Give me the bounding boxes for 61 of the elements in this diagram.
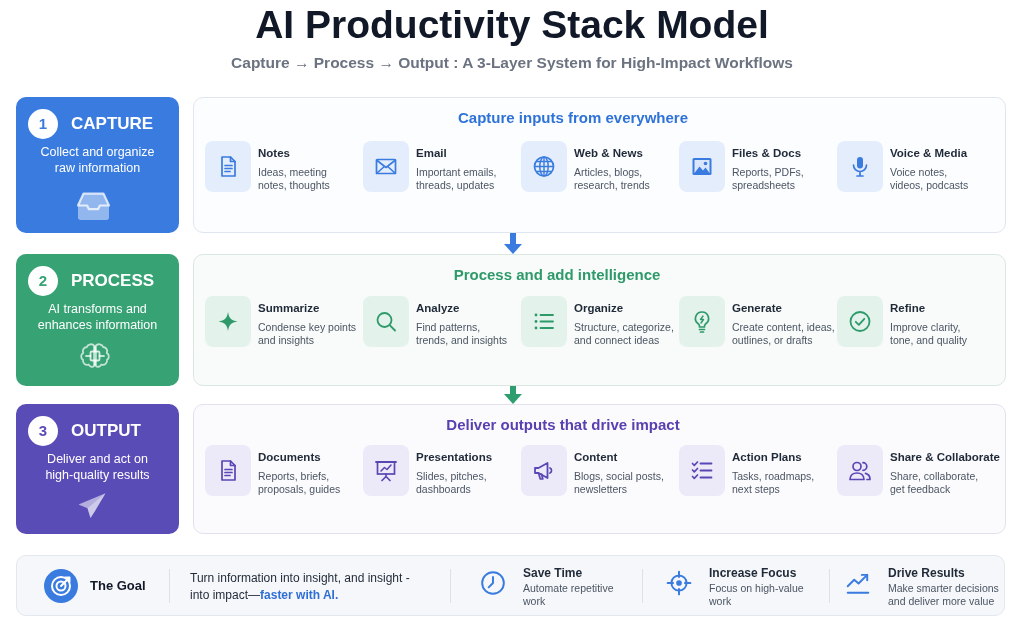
flow-arrow [504, 386, 522, 404]
layer-heading: OUTPUT [71, 420, 141, 442]
item-description: Condense key points and insights [258, 321, 358, 347]
item-description: Reports, PDFs, spreadsheets [732, 166, 805, 192]
step-number-badge: 3 [28, 416, 58, 446]
item-title: Email [416, 146, 447, 161]
benefit-description: Make smarter decisions and deliver more value [888, 582, 1000, 608]
layer-heading: CAPTURE [71, 113, 154, 135]
benefit-description: Focus on high-value work [709, 582, 805, 608]
benefit-title: Drive Results [888, 566, 965, 581]
item-title: Action Plans [732, 450, 802, 465]
item-description: Reports, briefs, proposals, guides [258, 470, 342, 496]
panel-heading: Capture inputs from everywhere [457, 108, 689, 128]
panel-heading: Deliver outputs that drive impact [446, 415, 680, 435]
item-description: Tasks, roadmaps, next steps [732, 470, 816, 496]
layer-panel [193, 404, 1006, 534]
step-number-badge: 1 [28, 109, 58, 139]
item-title: Files & Docs [732, 146, 802, 161]
item-description: Important emails, threads, updates [416, 166, 498, 192]
title: AI Productivity Stack Model [255, 3, 769, 47]
item-description: Find patterns, trends, and insights [416, 321, 509, 347]
item-description: Blogs, social posts, newsletters [574, 470, 665, 496]
panel-heading: Process and add intelligence [453, 265, 661, 285]
layer-card [16, 254, 179, 386]
goal-banner [16, 555, 1005, 616]
item-title: Presentations [416, 450, 493, 465]
item-description: Improve clarity, tone, and quality [890, 321, 969, 347]
benefit-title: Save Time [523, 566, 583, 581]
step-number-badge: 2 [28, 266, 58, 296]
item-title: Voice & Media [890, 146, 968, 161]
item-description: Slides, pitches, dashboards [416, 470, 488, 496]
flow-arrow [504, 233, 522, 254]
item-description: Create content, ideas, outlines, or drafts [732, 321, 836, 347]
layer-panel [193, 97, 1006, 233]
item-description: Structure, categorize, and connect ideas [574, 321, 675, 347]
item-title: Generate [732, 301, 782, 316]
goal-label: The Goal [90, 578, 146, 594]
benefit-description: Automate repetitive work [523, 582, 615, 608]
item-title: Notes [258, 146, 290, 161]
item-title: Content [574, 450, 618, 465]
layer-description: AI transforms and enhances information [36, 301, 159, 333]
item-description: Ideas, meeting notes, thoughts [258, 166, 331, 192]
layer-description: Deliver and act on high-quality results [44, 451, 151, 483]
layer-description: Collect and organize raw information [39, 144, 156, 176]
item-description: Voice notes, videos, podcasts [890, 166, 970, 192]
item-title: Refine [890, 301, 926, 316]
item-title: Web & News [574, 146, 643, 161]
layer-heading: PROCESS [71, 270, 155, 292]
item-description: Share, collaborate, get feedback [890, 470, 980, 496]
layer-card [16, 97, 179, 233]
benefit-title: Increase Focus [709, 566, 797, 581]
subtitle: Capture → Process → Output : A 3-Layer System for High-Impact Workflows [231, 53, 793, 73]
item-title: Documents [258, 450, 321, 465]
item-title: Organize [574, 301, 624, 316]
item-description: Articles, blogs, research, trends [574, 166, 651, 192]
item-title: Share & Collaborate [890, 450, 1000, 465]
goal-statement: Turn information into insight, and insight - into impact—faster with AI. [190, 570, 411, 604]
item-title: Analyze [416, 301, 460, 316]
layer-panel [193, 254, 1006, 386]
layer-card [16, 404, 179, 534]
item-title: Summarize [258, 301, 320, 316]
